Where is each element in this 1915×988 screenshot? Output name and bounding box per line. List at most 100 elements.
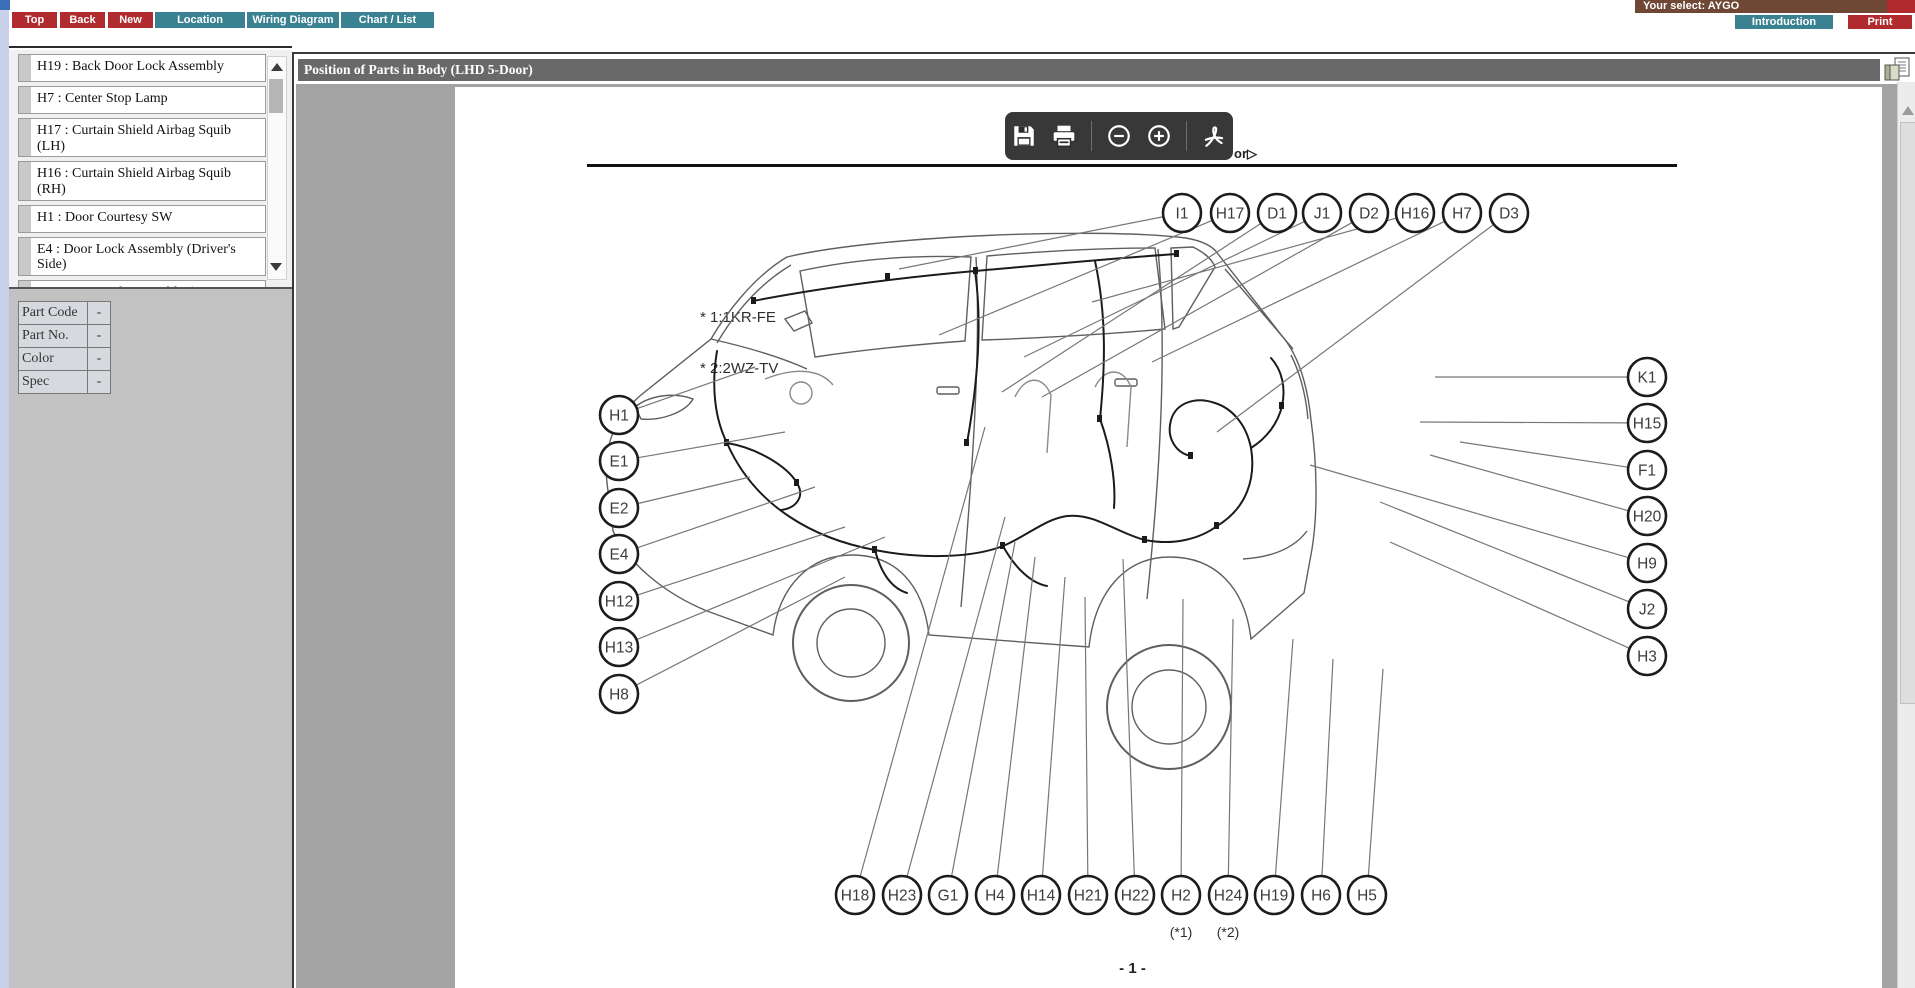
svg-text:D1: D1: [1267, 206, 1287, 223]
item-handle-icon: [19, 237, 31, 276]
connector-label-H23: H23: [881, 874, 923, 916]
sidebar-list: H19 : Back Door Lock Assembly H7 : Center…: [9, 50, 292, 289]
sidebar-item[interactable]: H19 : Back Door Lock Assembly: [18, 54, 266, 82]
part-field-label: Part Code: [18, 301, 88, 325]
connector-label-H4: H4: [974, 874, 1016, 916]
part-table-row: Color-: [18, 347, 111, 371]
connector-label-H16: H16: [1394, 192, 1436, 234]
chevron-down-icon[interactable]: [270, 263, 282, 271]
connector-label-H19: H19: [1253, 874, 1295, 916]
connector-label-E2: E2: [598, 487, 640, 529]
connector-label-E4: E4: [598, 533, 640, 575]
svg-text:H17: H17: [1216, 206, 1244, 223]
corner-blue-square: [0, 0, 10, 10]
connector-label-K1: K1: [1626, 356, 1668, 398]
scroll-thumb[interactable]: [269, 79, 283, 113]
location-button[interactable]: Location: [155, 12, 245, 28]
back-button[interactable]: Back: [60, 12, 105, 28]
sidebar-item[interactable]: E4 : Door Lock Assembly (Driver's Side): [18, 236, 266, 277]
svg-text:(*1): (*1): [1170, 924, 1193, 940]
sidebar-lower-area: Part Code-Part No.-Color-Spec-: [9, 289, 292, 988]
print-icon[interactable]: [1051, 123, 1077, 149]
sidebar-item-label: H7 : Center Stop Lamp: [37, 91, 168, 106]
sidebar-item-label: H16 : Curtain Shield Airbag Squib (RH): [37, 166, 232, 198]
connector-label-I1: I1: [1161, 192, 1203, 234]
sidebar-scrollbar[interactable]: [267, 56, 287, 280]
connector-label-H7: H7: [1441, 192, 1483, 234]
connector-label-D3: D3: [1488, 192, 1530, 234]
item-handle-icon: [19, 162, 31, 200]
chevron-up-icon[interactable]: [1901, 106, 1914, 115]
svg-text:H18: H18: [841, 888, 869, 905]
new-button[interactable]: New: [108, 12, 153, 28]
connector-label-H6: H6: [1300, 874, 1342, 916]
connector-label-G1: G1: [927, 874, 969, 916]
chevron-up-icon[interactable]: [271, 63, 283, 71]
connector-label-F1: F1: [1626, 449, 1668, 491]
svg-text:H23: H23: [888, 888, 916, 905]
acrobat-icon[interactable]: [1201, 123, 1227, 149]
connector-label-H13: H13: [598, 626, 640, 668]
svg-text:H3: H3: [1637, 649, 1657, 666]
sidebar-item-label: H1 : Door Courtesy SW: [37, 209, 173, 225]
page-title: Position of Parts in Body (LHD 5-Door): [298, 59, 1880, 81]
toolbar-separator: [1186, 121, 1187, 151]
document-page: or▷ * 1:1KR-FE * 2:2WZ-TV: [455, 87, 1882, 988]
introduction-button[interactable]: Introduction: [1735, 15, 1833, 29]
sidebar-item[interactable]: H1 : Door Courtesy SW: [18, 204, 266, 233]
sidebar-item[interactable]: H16 : Curtain Shield Airbag Squib (RH): [18, 161, 266, 201]
svg-text:I1: I1: [1176, 206, 1189, 223]
svg-text:D3: D3: [1499, 206, 1519, 223]
svg-text:G1: G1: [938, 888, 959, 905]
part-field-label: Part No.: [18, 324, 88, 348]
wiring-diagram-button[interactable]: Wiring Diagram: [247, 12, 339, 28]
svg-text:H16: H16: [1401, 206, 1429, 223]
svg-text:E1: E1: [610, 454, 629, 471]
item-handle-icon: [19, 87, 31, 113]
sidebar-item[interactable]: D3 : Door Lock Assembly (Front Passenger…: [18, 280, 266, 287]
part-field-label: Color: [18, 347, 88, 371]
connector-label-H17: H17: [1209, 192, 1251, 234]
svg-text:H20: H20: [1633, 509, 1662, 526]
connector-label-H3: H3: [1626, 635, 1668, 677]
save-icon[interactable]: [1011, 123, 1037, 149]
left-accent-strip: [0, 0, 9, 988]
floating-toolbar: [1005, 112, 1233, 160]
corner-red-block: [1887, 0, 1915, 13]
svg-text:H12: H12: [605, 594, 633, 611]
diagram-viewport: or▷ * 1:1KR-FE * 2:2WZ-TV: [296, 84, 1898, 988]
scroll-thumb[interactable]: [1900, 122, 1915, 704]
heading-fragment: or▷: [1234, 146, 1257, 161]
svg-text:H4: H4: [985, 888, 1005, 905]
connector-label-H8: H8: [598, 673, 640, 715]
sidebar-item[interactable]: H7 : Center Stop Lamp: [18, 86, 266, 114]
chart-list-button[interactable]: Chart / List: [341, 12, 434, 28]
connector-label-H5: H5: [1346, 874, 1388, 916]
part-field-label: Spec: [18, 370, 88, 394]
svg-text:H6: H6: [1311, 888, 1331, 905]
svg-text:J1: J1: [1314, 206, 1330, 223]
sidebar-item[interactable]: H17 : Curtain Shield Airbag Squib (LH): [18, 118, 266, 158]
svg-text:(*2): (*2): [1217, 924, 1240, 940]
svg-text:E4: E4: [610, 547, 629, 564]
svg-text:H14: H14: [1027, 888, 1056, 905]
top-button[interactable]: Top: [12, 12, 57, 28]
connector-label-H12: H12: [598, 580, 640, 622]
connector-label-D2: D2: [1348, 192, 1390, 234]
connector-label-H21: H21: [1067, 874, 1109, 916]
engine-note-2: * 2:2WZ-TV: [700, 360, 779, 377]
print-button[interactable]: Print: [1848, 15, 1912, 29]
part-field-value: -: [87, 324, 111, 348]
document-pages-icon[interactable]: [1882, 57, 1912, 82]
main-vertical-scrollbar[interactable]: [1897, 82, 1915, 988]
connector-label-J1: J1: [1301, 192, 1343, 234]
zoom-in-icon[interactable]: [1146, 123, 1172, 149]
sidebar-item-label: H19 : Back Door Lock Assembly: [37, 59, 225, 74]
item-handle-icon: [19, 281, 31, 287]
heading-underline: [587, 164, 1677, 167]
zoom-out-icon[interactable]: [1106, 123, 1132, 149]
part-info-table: Part Code-Part No.-Color-Spec-: [18, 301, 111, 394]
connector-label-H9: H9: [1626, 542, 1668, 584]
